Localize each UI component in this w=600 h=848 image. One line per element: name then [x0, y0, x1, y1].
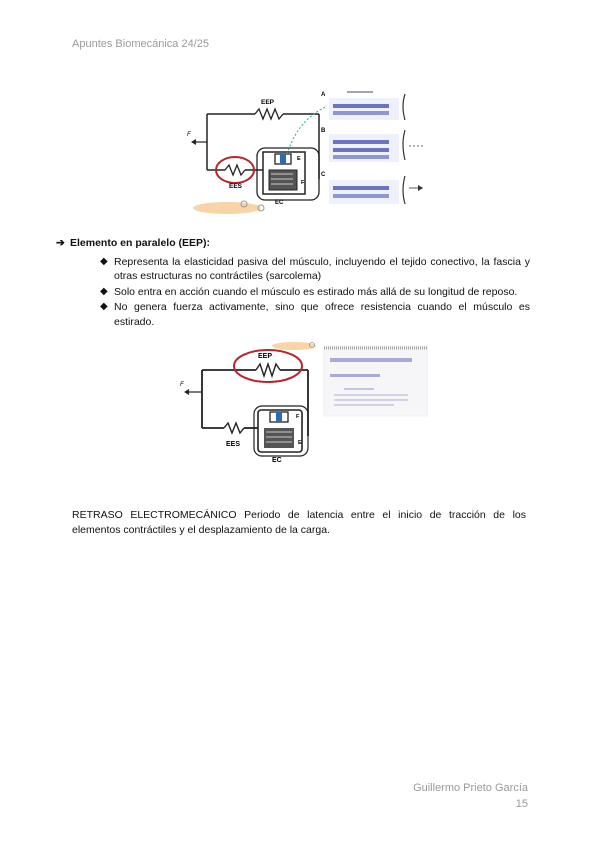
svg-text:E: E	[297, 156, 301, 162]
page-number: 15	[515, 798, 528, 810]
svg-text:EC: EC	[275, 200, 284, 206]
list-item: ◆Solo entra en acción cuando el músculo …	[100, 285, 518, 298]
svg-text:E: E	[298, 440, 302, 446]
svg-text:EEP: EEP	[258, 353, 272, 360]
svg-text:EC: EC	[272, 457, 282, 462]
section-title: ➔Elemento en paralelo (EEP):	[56, 237, 211, 249]
muscle-model-figure: F EEP EES EC F E A B C	[187, 91, 423, 214]
svg-text:F: F	[296, 414, 300, 420]
svg-text:EES: EES	[229, 183, 243, 190]
bullet-list: ◆Representa la elasticidad pasiva del mú…	[56, 255, 530, 330]
svg-text:F: F	[301, 180, 305, 186]
svg-text:A: A	[321, 92, 326, 98]
slide-thumbnail	[323, 345, 428, 417]
diamond-bullet-icon: ◆	[100, 301, 108, 312]
diamond-bullet-icon: ◆	[100, 285, 108, 297]
electromechanical-delay-paragraph: RETRASO ELECTROMECÁNICO Periodo de laten…	[72, 509, 526, 536]
svg-text:F: F	[180, 382, 184, 388]
list-item: ◆Representa la elasticidad pasiva del mú…	[100, 255, 530, 283]
sarcomere-panels: A B C	[321, 91, 423, 205]
hill-model-schematic: F EEP EES EC F E	[187, 99, 328, 214]
footer-author: Guillermo Prieto García	[413, 782, 528, 794]
diamond-bullet-icon: ◆	[100, 255, 108, 267]
svg-text:C: C	[321, 172, 326, 178]
svg-text:EES: EES	[226, 441, 240, 448]
svg-text:F: F	[187, 132, 191, 138]
list-item: ◆No genera fuerza activamente, sino que …	[100, 301, 530, 328]
eep-model-figure: EEP F EES F E EC	[180, 342, 428, 462]
page-header: Apuntes Biomecánica 24/25	[72, 38, 209, 50]
eep-section: ➔Elemento en paralelo (EEP): ◆Representa…	[56, 236, 530, 330]
arrow-icon: ➔	[56, 237, 65, 249]
svg-text:B: B	[321, 128, 326, 134]
svg-text:EEP: EEP	[261, 99, 275, 106]
